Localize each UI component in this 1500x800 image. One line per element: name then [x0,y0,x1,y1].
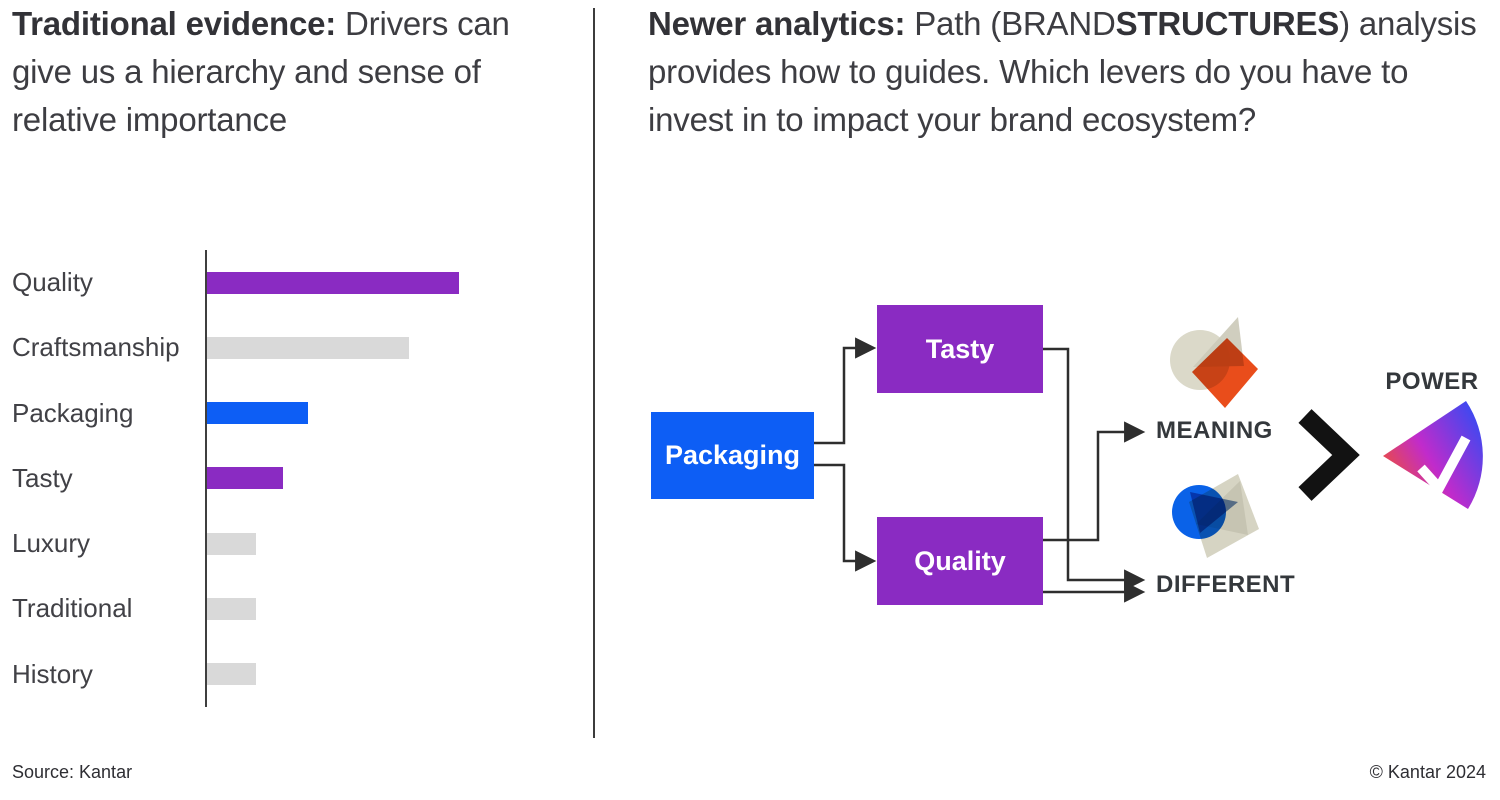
right-title-rest: ) analysis provides how to guides. Which… [648,5,1477,138]
label-meaning: MEANING [1156,417,1273,444]
chart-axis-line [205,250,207,707]
chart-row-tasty: Tasty [12,446,552,511]
vertical-divider [593,8,595,738]
label-different: DIFFERENT [1156,571,1296,598]
chart-category-label: History [12,658,93,689]
chart-bar [207,402,308,425]
chart-category-label: Traditional [12,593,133,624]
arrow-packaging-to-tasty [814,337,877,445]
chart-row-luxury: Luxury [12,511,552,576]
left-title-rest: Drivers can give us a hierarchy and sens… [12,5,510,138]
right-title-mid: Path (BRAND [905,5,1116,42]
footer-source: Source: Kantar [12,762,133,782]
node-tasty: Tasty [877,305,1043,393]
chart-row-traditional: Traditional [12,576,552,641]
chart-bar-track [205,642,552,707]
chart-category-label: Craftsmanship [12,332,180,363]
right-panel-title: Newer analytics: Path (BRANDSTRUCTURES) … [648,0,1498,144]
different-shapes-icon [1172,474,1259,558]
chart-category-label: Packaging [12,397,134,428]
label-power: POWER [1385,368,1479,395]
node-quality: Quality [877,517,1043,605]
chart-row-craftsmanship: Craftsmanship [12,315,552,380]
right-title-bold2: STRUCTURES [1115,5,1340,42]
chart-row-quality: Quality [12,250,552,315]
greater-than-chevron-icon [1298,409,1360,501]
chart-category-label: Quality [12,267,93,298]
left-title-bold: Traditional evidence: [12,5,337,42]
left-panel-title: Traditional evidence: Drivers can give u… [12,0,557,144]
chart-row-history: History [12,642,552,707]
arrow-tasty-to-different [1043,347,1146,591]
meaning-shapes-icon [1170,317,1258,408]
chart-category-label: Tasty [12,462,73,493]
chart-row-packaging: Packaging [12,381,552,446]
right-title-bold: Newer analytics: [648,5,906,42]
chart-bar [207,271,459,294]
chart-bar [207,597,257,620]
arrow-quality-to-meaning [1043,421,1146,542]
power-fan-check-icon [1383,401,1483,509]
path-analysis-diagram: Packaging Tasty Quality MEANING DIFFEREN… [600,240,1500,720]
arrow-packaging-to-quality [814,463,877,572]
chart-bar-track [205,511,552,576]
chart-bar [207,336,409,359]
chart-bar [207,663,257,686]
node-packaging: Packaging [651,412,814,499]
chart-category-label: Luxury [12,528,91,559]
connector-arrows [814,337,1146,603]
chart-bar-track [205,250,552,315]
checkmark-icon [1417,435,1471,497]
chart-bar [207,467,283,490]
chart-bar [207,532,257,555]
chart-bar-track [205,381,552,446]
chart-bar-track [205,315,552,380]
chart-bar-track [205,576,552,641]
chart-bar-track [205,446,552,511]
diagram-canvas [814,317,1483,603]
footer-copyright: © Kantar 2024 [1369,762,1486,782]
